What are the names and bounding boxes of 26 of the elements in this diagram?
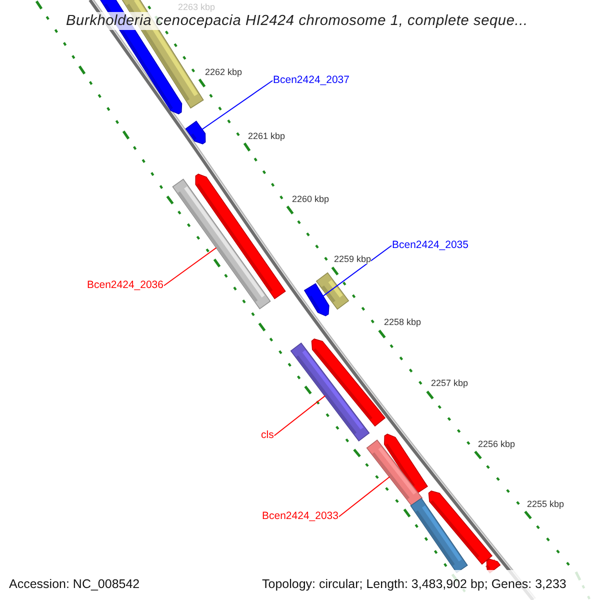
gene-label: Bcen2424_2033 <box>262 510 338 522</box>
gene-feature <box>304 283 330 316</box>
info-text: Topology: circular; Length: 3,483,902 bp; Genes: 3,233 <box>262 576 566 592</box>
scale-label: 2263 kbp <box>178 2 216 12</box>
gene-label: cls <box>261 429 274 441</box>
leader-line <box>201 80 273 130</box>
scale-label: 2260 kbp <box>292 194 330 204</box>
scale-label: 2262 kbp <box>205 67 242 77</box>
gene-feature <box>185 120 206 144</box>
scale-label: 2259 kbp <box>334 254 372 264</box>
info-text: Accession: NC_008542 <box>9 576 140 592</box>
leader-line <box>322 245 392 297</box>
gene-feature <box>290 342 370 442</box>
leader-line <box>338 476 390 518</box>
scale-label: 2255 kbp <box>527 499 564 509</box>
scale-label: 2258 kbp <box>384 317 422 327</box>
scale-label: 2261 kbp <box>248 131 286 141</box>
gene-label: Bcen2424_2035 <box>392 239 468 251</box>
leader-line <box>164 247 217 286</box>
gene-label: Bcen2424_2036 <box>87 279 164 291</box>
gene-feature <box>172 178 271 310</box>
scale-label: 2256 kbp <box>478 439 516 449</box>
scale-label: 2257 kbp <box>431 378 468 388</box>
gene-feature <box>366 439 423 507</box>
leader-line <box>274 395 326 436</box>
gene-label: Bcen2424_2037 <box>273 74 350 86</box>
